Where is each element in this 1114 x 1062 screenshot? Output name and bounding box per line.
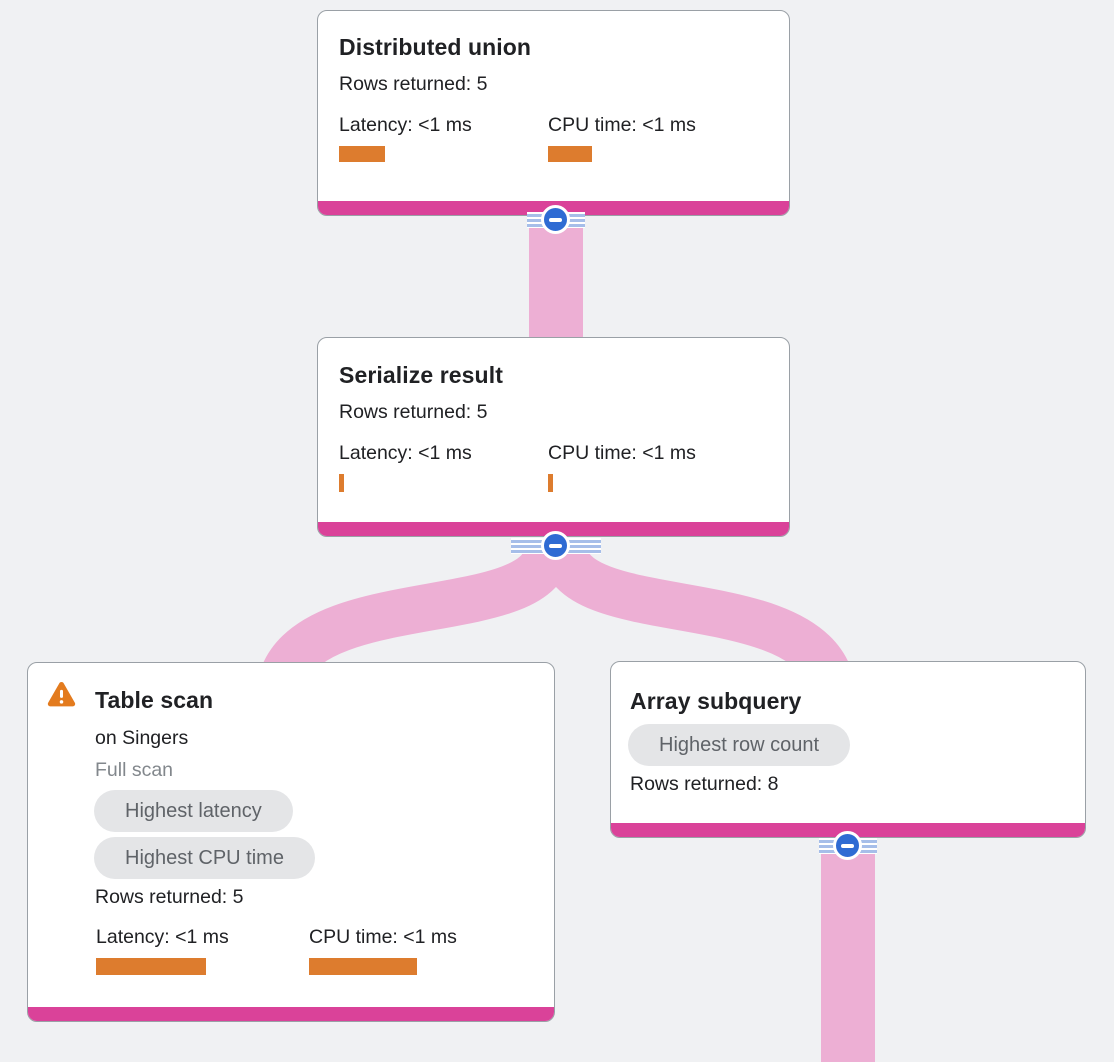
edge-serialize-result-table-scan: [262, 545, 572, 686]
latency-bar: [339, 146, 385, 162]
latency-metric: Latency: <1 ms: [96, 926, 229, 975]
node-title: Distributed union: [339, 34, 532, 60]
node-accent-bar: [611, 823, 1085, 837]
rows-returned: Rows returned: 5: [339, 73, 488, 95]
edge-distributed-union-serialize-result: [529, 214, 583, 339]
rows-returned: Rows returned: 5: [95, 886, 244, 908]
node-subtitle: on Singers: [95, 727, 189, 749]
cpu-time-metric: CPU time: <1 ms: [309, 926, 457, 975]
badge-highest-cpu-time: Highest CPU time: [94, 837, 315, 879]
rows-returned: Rows returned: 8: [630, 773, 779, 795]
node-distributed-union[interactable]: Distributed union Rows returned: 5 Laten…: [317, 10, 790, 216]
minus-circle-icon: [541, 531, 570, 560]
latency-label: Latency: <1 ms: [339, 114, 472, 136]
node-array-subquery[interactable]: Array subquery Highest row count Rows re…: [610, 661, 1086, 838]
badge-highest-latency: Highest latency: [94, 790, 293, 832]
node-title: Table scan: [95, 687, 214, 713]
latency-metric: Latency: <1 ms: [339, 442, 472, 492]
latency-metric: Latency: <1 ms: [339, 114, 472, 162]
edge-serialize-result-array-subquery: [540, 545, 850, 686]
cpu-time-label: CPU time: <1 ms: [309, 926, 457, 948]
node-accent-bar: [318, 522, 789, 536]
cpu-time-bar: [309, 958, 417, 975]
latency-label: Latency: <1 ms: [96, 926, 229, 948]
latency-bar: [96, 958, 206, 975]
node-table-scan[interactable]: Table scan on Singers Full scan Highest …: [27, 662, 555, 1022]
minus-circle-icon: [833, 831, 862, 860]
cpu-time-bar: [548, 146, 592, 162]
latency-label: Latency: <1 ms: [339, 442, 472, 464]
edge-array-subquery-child: [821, 836, 875, 1062]
latency-bar: [339, 474, 344, 492]
node-accent-bar: [28, 1007, 554, 1021]
warning-triangle-icon: [47, 681, 76, 713]
cpu-time-metric: CPU time: <1 ms: [548, 442, 696, 492]
rows-returned: Rows returned: 5: [339, 401, 488, 423]
node-note: Full scan: [95, 759, 174, 781]
cpu-time-bar: [548, 474, 553, 492]
cpu-time-label: CPU time: <1 ms: [548, 114, 696, 136]
node-serialize-result[interactable]: Serialize result Rows returned: 5 Latenc…: [317, 337, 790, 537]
node-title: Serialize result: [339, 362, 503, 388]
cpu-time-metric: CPU time: <1 ms: [548, 114, 696, 162]
badge-highest-row-count: Highest row count: [628, 724, 851, 766]
node-title: Array subquery: [630, 688, 802, 714]
cpu-time-label: CPU time: <1 ms: [548, 442, 696, 464]
minus-circle-icon: [541, 205, 570, 234]
